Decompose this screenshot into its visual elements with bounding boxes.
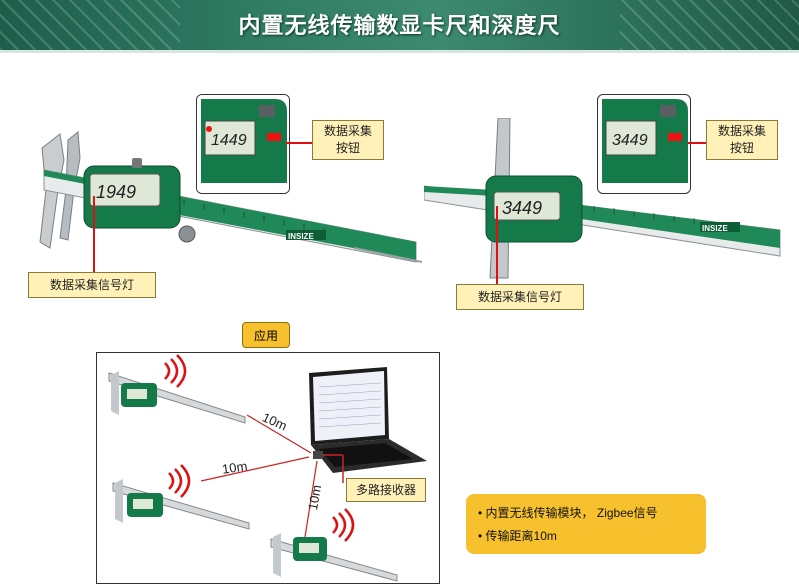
note-item: • 内置无线传输模块， Zigbee信号 bbox=[478, 506, 658, 520]
mini-caliper-3 bbox=[270, 508, 398, 582]
button-callout: 数据采集 按钮 bbox=[312, 120, 384, 160]
banner-texture bbox=[0, 0, 180, 50]
leader-line bbox=[286, 142, 312, 144]
digital-caliper-image: 1949 INSIZE bbox=[39, 131, 423, 263]
brand-logo: INSIZE bbox=[288, 232, 314, 241]
caliper-lcd-value: 1949 bbox=[96, 182, 136, 202]
application-tab: 应用 bbox=[242, 322, 290, 348]
note-item: • 传输距离10m bbox=[478, 529, 557, 543]
led-callout: 数据采集信号灯 bbox=[28, 272, 156, 298]
brand-logo: INSIZE bbox=[702, 224, 728, 233]
receiver-dongle bbox=[313, 451, 323, 459]
depth-gauge-image: 3449 INSIZE bbox=[424, 118, 781, 279]
wireless-network-image bbox=[108, 354, 427, 582]
title-banner bbox=[0, 0, 799, 53]
mini-caliper-1 bbox=[108, 354, 246, 424]
depth-closeup-image: 3449 bbox=[602, 99, 688, 183]
receiver-callout: 多路接收器 bbox=[346, 478, 426, 502]
svg-text:1449: 1449 bbox=[211, 132, 247, 149]
caliper-closeup-image: 1449 bbox=[197, 95, 289, 193]
laptop bbox=[309, 367, 427, 473]
led-callout: 数据采集信号灯 bbox=[456, 284, 584, 310]
svg-text:3449: 3449 bbox=[612, 132, 648, 149]
button-closeup-inset: 1449 bbox=[196, 94, 290, 194]
leader-line bbox=[496, 206, 498, 284]
button-callout: 数据采集 按钮 bbox=[706, 120, 778, 160]
leader-line bbox=[93, 196, 95, 274]
application-diagram bbox=[96, 352, 440, 584]
leader-line bbox=[688, 142, 706, 144]
banner-texture bbox=[620, 0, 799, 50]
button-closeup-inset: 3449 bbox=[597, 94, 691, 194]
mini-caliper-2 bbox=[112, 464, 250, 530]
page-title: 内置无线传输数显卡尺和深度尺 bbox=[238, 13, 561, 39]
feature-notes: • 内置无线传输模块， Zigbee信号 • 传输距离10m bbox=[466, 494, 706, 554]
depth-lcd-value: 3449 bbox=[502, 198, 542, 218]
